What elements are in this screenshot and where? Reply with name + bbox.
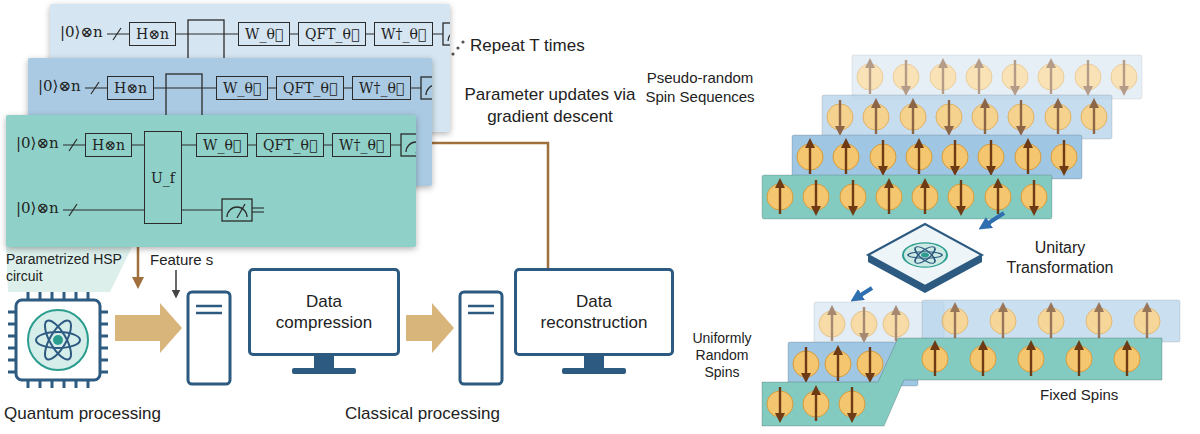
register-slash	[69, 139, 77, 151]
caption-label: Unitary Transformation	[1007, 239, 1114, 276]
caption-label: Repeat T times	[470, 36, 585, 55]
register-label: |0⟩⊗n	[60, 23, 103, 41]
circuit-card: |0⟩⊗n |0⟩⊗n H⊗nU_f W_θ⃗ QFT_θ⃗ W†_θ⃗	[6, 115, 416, 247]
register-slash	[113, 28, 121, 40]
gate-label: H⊗n	[92, 137, 125, 153]
measurement-box	[401, 134, 416, 156]
monitor-screen: Data reconstruction	[514, 268, 674, 356]
text-label: Classical processing	[345, 404, 500, 424]
register-slash	[91, 82, 99, 94]
quantum-gate: W†_θ⃗	[352, 76, 411, 100]
quantum-gate: W_θ⃗	[238, 22, 290, 46]
quantum-gate: H⊗n	[129, 22, 176, 46]
gate-label: QFT_θ⃗	[283, 80, 337, 96]
monitor-screen: Data compression	[248, 268, 400, 356]
monitor-text: Data compression	[259, 291, 389, 333]
gate-label: W_θ⃗	[245, 26, 283, 42]
caption-label: Parametrized HSP circuit	[6, 251, 122, 284]
caption-label: Pseudo-random Spin Sequences	[645, 69, 754, 105]
meter-arc	[448, 31, 450, 41]
monitor-text: Data reconstruction	[525, 291, 663, 333]
register-slash	[69, 204, 77, 216]
text-label: Unitary Transformation	[995, 238, 1125, 278]
quantum-gate: W†_θ⃗	[374, 22, 433, 46]
quantum-gate: W†_θ⃗	[332, 133, 391, 157]
register-label: |0⟩⊗n	[16, 134, 59, 152]
measurement-box	[222, 199, 252, 221]
caption-label: Uniformly Random Spins	[692, 330, 751, 380]
quantum-gate: QFT_θ⃗	[256, 133, 324, 157]
quantum-gate: H⊗n	[107, 76, 154, 100]
caption-label: Parameter updates via gradient descent	[464, 85, 635, 126]
quantum-gate: W_θ⃗	[216, 76, 268, 100]
classical-wire	[252, 211, 264, 212]
gate-label: W†_θ⃗	[381, 26, 426, 42]
text-label: Repeat T times	[470, 36, 585, 56]
classical-wire	[252, 207, 264, 208]
gate-label: H⊗n	[136, 26, 169, 42]
meter-arc	[406, 142, 416, 152]
text-label: Feature s	[150, 251, 213, 269]
text-label: Pseudo-random Spin Sequences	[640, 68, 760, 106]
caption-label: Classical processing	[345, 404, 500, 423]
qubit-register: |0⟩⊗n	[38, 77, 81, 95]
text-label: Fixed Spins	[1040, 386, 1118, 404]
text-label: Uniformly Random Spins	[684, 330, 760, 381]
gate-label: QFT_θ⃗	[305, 26, 359, 42]
text-label: Parameter updates via gradient descent	[455, 84, 645, 128]
caption-label: Fixed Spins	[1040, 386, 1118, 403]
qubit-register: |0⟩⊗n	[60, 23, 103, 41]
meter-arc	[227, 207, 247, 217]
register-label: |0⟩⊗n	[16, 199, 59, 217]
register-label: |0⟩⊗n	[38, 77, 81, 95]
gate-label: W_θ⃗	[223, 80, 261, 96]
gate-label: QFT_θ⃗	[263, 137, 317, 153]
qubit-register: |0⟩⊗n	[16, 134, 59, 152]
qubit-register: |0⟩⊗n	[16, 199, 59, 217]
text-label: Parametrized HSP circuit	[6, 251, 130, 285]
meter-needle	[237, 204, 245, 218]
quantum-wire	[63, 209, 222, 210]
quantum-gate: QFT_θ⃗	[276, 76, 344, 100]
measurement-box	[421, 77, 432, 99]
caption-label: Quantum processing	[4, 404, 161, 423]
quantum-gate: U_f	[144, 131, 182, 224]
gate-label: U_f	[151, 170, 175, 186]
gate-label: H⊗n	[114, 80, 147, 96]
gate-label: W†_θ⃗	[359, 80, 404, 96]
gate-label: W_θ⃗	[203, 137, 241, 153]
caption-label: Feature s	[150, 251, 213, 268]
quantum-gate: W_θ⃗	[196, 133, 248, 157]
quantum-gate: QFT_θ⃗	[298, 22, 366, 46]
gate-label: W†_θ⃗	[339, 137, 384, 153]
quantum-gate: H⊗n	[85, 133, 132, 157]
meter-arc	[426, 85, 432, 95]
measurement-box	[443, 23, 450, 45]
text-label: Quantum processing	[4, 404, 161, 424]
